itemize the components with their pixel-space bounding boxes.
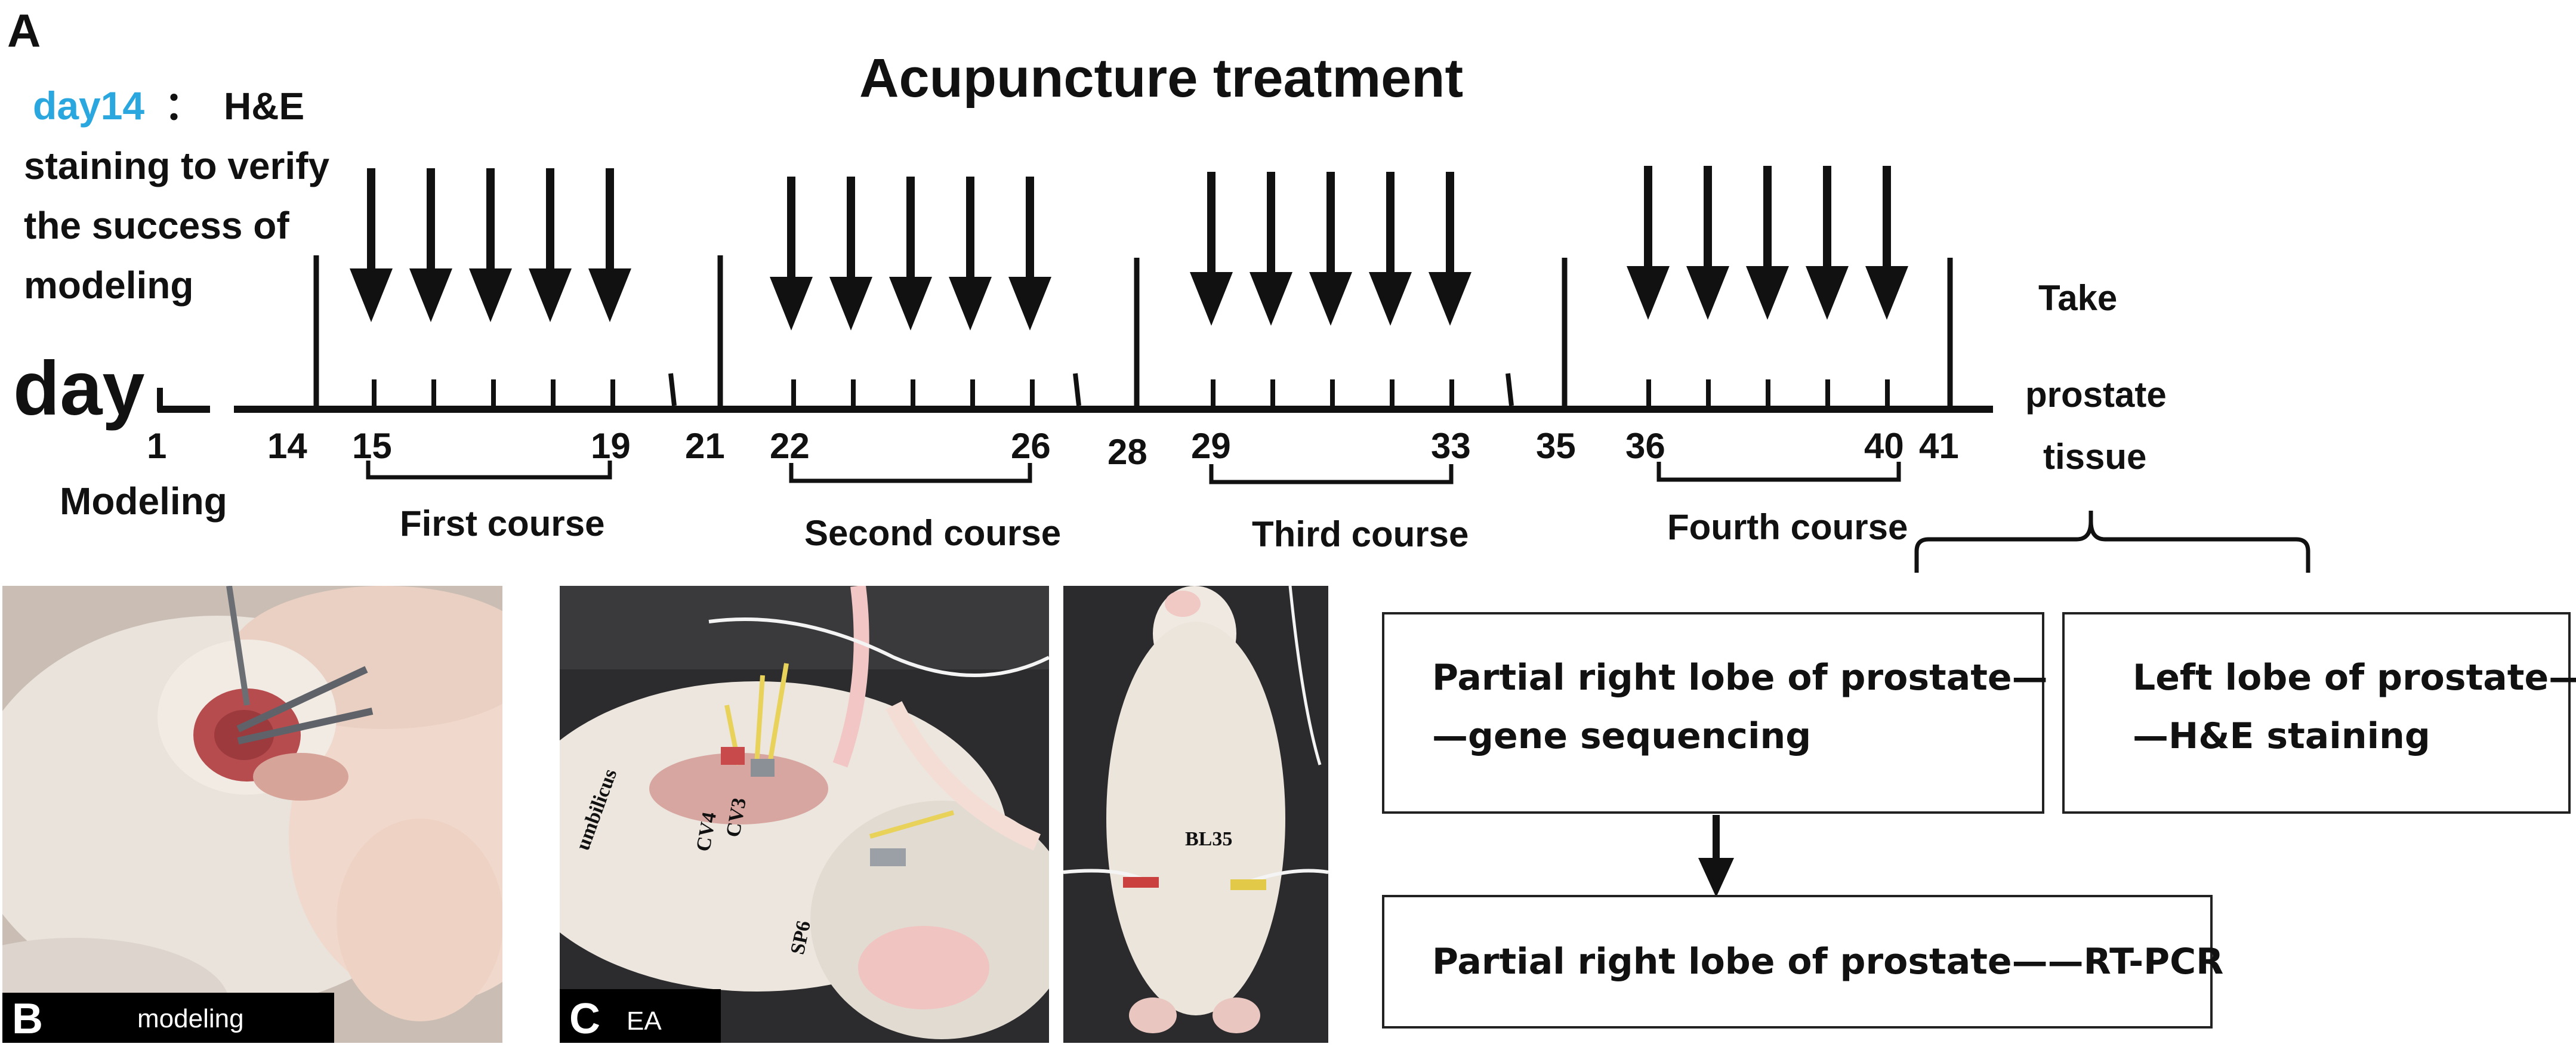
course-bracket-2 [789,463,1032,483]
panel-letter-a: A [7,4,41,57]
tick-label-40: 40 [1864,426,1904,466]
note-line-2: staining to verify [24,144,330,187]
left-lobe-line-1: Left lobe of prostate— [2133,657,2576,699]
tick-label-28: 28 [1107,432,1147,472]
treatment-arrow [1429,172,1471,326]
timeline-panel: A Acupuncture treatment day14 ： H&E stai… [7,4,2310,573]
day14-label: day14 [33,84,144,128]
note-line-1: H&E [224,85,304,128]
take-line-1: Take [2038,278,2117,318]
treatment-arrow [409,168,452,322]
treatment-arrow [1686,166,1729,320]
treatment-arrow [1806,166,1849,320]
course-bracket-3 [1209,464,1454,484]
day14-colon: ： [164,84,203,128]
treatment-arrow [469,168,512,322]
tick-label-21: 21 [685,426,725,466]
label-bl35: BL35 [1185,828,1233,850]
course-label-2: Second course [804,513,1061,553]
treatment-arrow [770,177,813,331]
bl35-photo: BL35 [1063,586,1328,1043]
treatment-arrow [949,177,992,331]
right-lobe-line-2: —gene sequencing [1432,715,1812,757]
treatment-arrow [1008,177,1051,331]
course-bracket-4 [1656,462,1901,482]
caption-ea: EA [627,1006,662,1036]
treatment-arrow [1627,166,1670,320]
treatment-arrow [1746,166,1789,320]
tick-label-15: 15 [352,426,392,466]
rtpcr-box [1382,895,2213,1029]
caption-bar-c [560,989,721,1043]
treatment-arrow [829,177,872,331]
note-line-4: modeling [24,264,193,307]
axis-tick [1073,373,1081,406]
course-label-4: Fourth course [1667,507,1908,547]
tick-label-41: 41 [1919,426,1959,466]
note-line-3: the success of [24,204,289,247]
right-lobe-line-1: Partial right lobe of prostate— [1432,657,2048,699]
caption-modeling: modeling [137,1004,244,1033]
treatment-arrow [1865,166,1908,320]
tick-label-19: 19 [591,426,631,466]
treatment-arrow [1309,172,1352,326]
course-bracket-1 [366,461,612,480]
tick-label-22: 22 [770,426,810,466]
treatment-arrow [1190,172,1233,326]
treatment-arrow [529,168,572,322]
caption-bar-b [2,993,334,1043]
treatment-arrow [588,168,631,322]
treatment-arrow [889,177,932,331]
ea-photo: umbilicus CV4 CV3 SP6 C EA [560,586,1049,1043]
rtpcr-text: Partial right lobe of prostate——RT-PCR [1432,941,2224,983]
course-label-3: Third course [1252,514,1469,554]
tick-label-35: 35 [1536,426,1576,466]
panel-letter-c: C [569,995,600,1043]
axis-tick [1506,373,1514,406]
timeline-title: Acupuncture treatment [859,48,1463,109]
course-label-1: First course [400,504,604,543]
modeling-label: Modeling [60,480,227,523]
sequencing-to-pcr-arrow [1698,815,1734,897]
treatment-arrow [1250,172,1292,326]
take-line-3: tissue [2043,437,2146,477]
take-line-2: prostate [2025,375,2167,415]
treatment-arrow [1369,172,1412,326]
tick-label-36: 36 [1625,426,1665,466]
tick-label-14: 14 [267,426,307,466]
left-lobe-box [2062,612,2571,814]
tick-label-33: 33 [1431,426,1471,466]
day-axis-label: day [13,346,145,431]
tick-label-1: 1 [147,426,166,466]
axis-tick [668,373,677,406]
right-lobe-box [1382,612,2044,814]
panel-letter-b: B [12,995,43,1043]
modeling-photo: B modeling [2,586,502,1043]
tick-label-26: 26 [1011,426,1051,466]
tissue-brace [1914,511,2310,573]
left-lobe-line-2: —H&E staining [2133,715,2430,757]
treatment-arrow [350,168,393,322]
tick-label-29: 29 [1191,426,1231,466]
